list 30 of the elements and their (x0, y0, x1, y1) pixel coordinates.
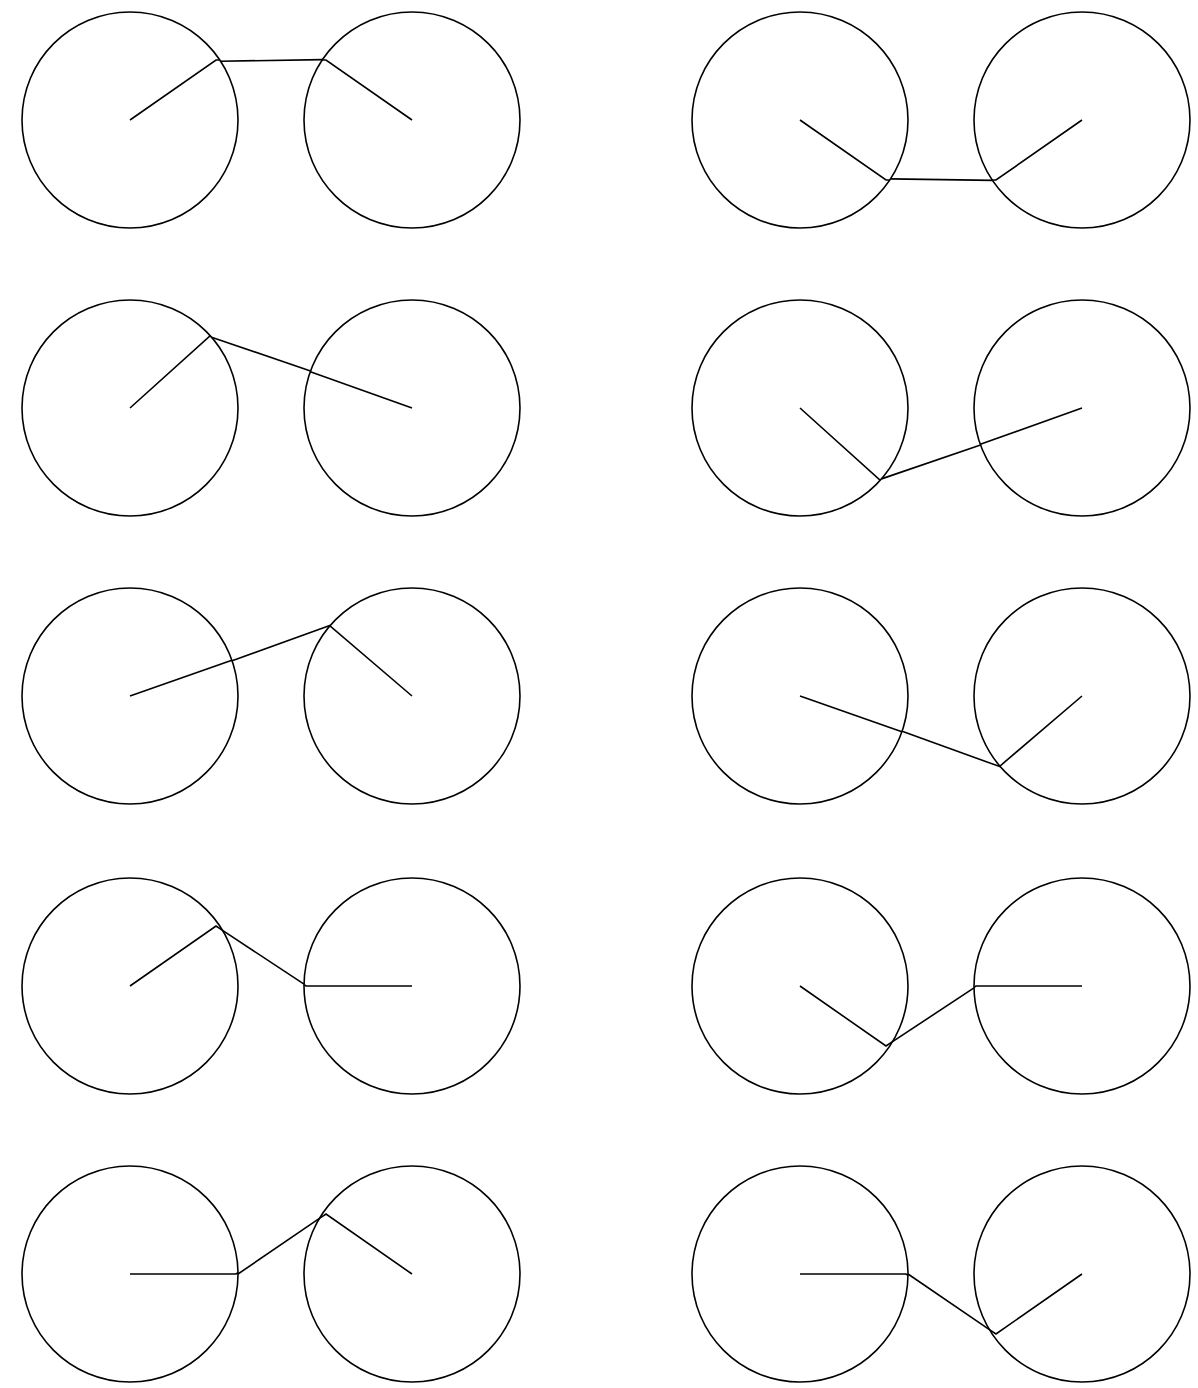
circle (973, 1165, 1191, 1383)
circle (973, 299, 1191, 517)
connecting-line (880, 444, 982, 480)
circle (973, 11, 1191, 229)
connecting-line (237, 1217, 321, 1275)
connecting-line (907, 1273, 991, 1331)
circle (691, 1165, 909, 1383)
circle (691, 11, 909, 229)
connecting-line (891, 987, 975, 1043)
circle (303, 587, 521, 805)
circle (303, 11, 521, 229)
circle (973, 877, 1191, 1095)
connecting-line (889, 178, 994, 182)
circle (691, 587, 909, 805)
connecting-line (901, 730, 1002, 768)
connecting-line (231, 624, 332, 662)
connecting-line (210, 336, 312, 372)
circle (691, 299, 909, 517)
connecting-line (219, 58, 324, 62)
circle (21, 1165, 239, 1383)
connecting-line (221, 929, 305, 985)
circle (21, 11, 239, 229)
circle (303, 1165, 521, 1383)
circle (303, 299, 521, 517)
circle (303, 877, 521, 1095)
circle (691, 877, 909, 1095)
circle (21, 877, 239, 1095)
circle (973, 587, 1191, 805)
circle (21, 587, 239, 805)
circle (21, 299, 239, 517)
